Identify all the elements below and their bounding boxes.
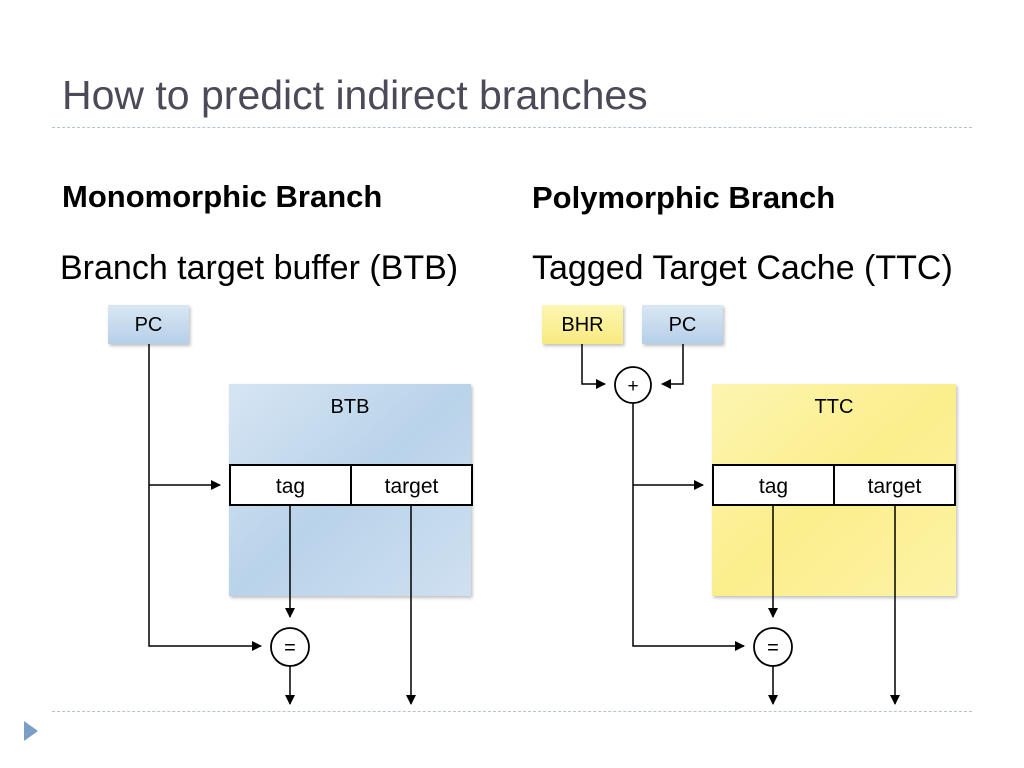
btb-target-field — [350, 464, 473, 506]
left-pc-label: PC — [135, 314, 163, 336]
ttc-table-label: TTC — [815, 396, 854, 418]
btb-table-label: BTB — [331, 396, 370, 418]
title-divider — [52, 127, 972, 128]
combine-symbol: + — [627, 376, 638, 397]
bhr-to-combine-arrow — [581, 344, 606, 389]
right-pc-label: PC — [669, 314, 697, 336]
left-pc-box — [108, 305, 189, 344]
btb-diagram: PC BTB tag target = — [108, 305, 473, 705]
footer-divider — [52, 711, 972, 712]
right-subheading: Tagged Target Cache (TTC) — [532, 249, 953, 287]
ttc-target-field — [833, 464, 956, 506]
ttc-tag-label: tag — [759, 475, 788, 498]
right-heading: Polymorphic Branch — [532, 180, 836, 215]
btb-target-label: target — [385, 475, 439, 498]
left-pc-to-compare-line — [148, 344, 262, 651]
combine-to-compare-line — [632, 403, 745, 651]
slide-title: How to predict indirect branches — [62, 72, 648, 118]
btb-tag-label: tag — [276, 475, 305, 498]
bhr-label: BHR — [561, 314, 603, 336]
left-subheading: Branch target buffer (BTB) — [60, 249, 459, 287]
left-heading: Monomorphic Branch — [62, 179, 383, 214]
ttc-target-label: target — [868, 475, 922, 498]
right-compare-symbol: = — [767, 637, 779, 659]
bhr-box — [542, 305, 623, 344]
ttc-diagram: BHR PC + TTC tag target = — [542, 305, 956, 705]
play-triangle-icon[interactable] — [24, 721, 38, 741]
pc-to-combine-arrow — [661, 344, 684, 389]
right-pc-box — [642, 305, 723, 344]
left-compare-symbol: = — [284, 637, 296, 659]
